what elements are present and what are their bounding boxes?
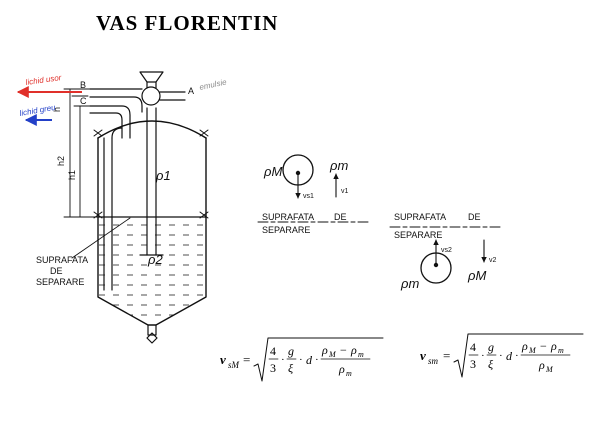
heavy-phase-hatching	[98, 217, 206, 297]
formula1-coef-den: 3	[270, 361, 276, 375]
formula2-radical	[453, 333, 584, 378]
formula1-dot-1: ·	[281, 354, 285, 366]
formula2-minus: −	[540, 339, 547, 353]
drop-center-1	[295, 170, 301, 176]
case1-surface-label-3: SEPARARE	[262, 225, 310, 235]
formula2-lhs: v	[420, 348, 426, 363]
inlet-funnel	[139, 71, 164, 83]
outlet-c-label: C	[80, 96, 87, 106]
case1-medium-density: ρm	[329, 158, 348, 173]
formula1-xi: ξ	[288, 361, 294, 375]
height-h2-label: h2	[56, 156, 66, 166]
formula1-num-b: ρ	[350, 343, 357, 357]
cross-marks	[93, 129, 209, 219]
formula1-lhs-sub: sM	[228, 360, 240, 370]
vessel-dome	[97, 120, 207, 139]
formula2-dot-1: ·	[481, 350, 485, 362]
inlet-a-label: A	[188, 86, 194, 96]
formula2-dot-2: ·	[499, 350, 503, 362]
case1-medium-velocity: v1	[341, 188, 349, 195]
siphon-bend	[111, 127, 123, 139]
outlet-b-pipe	[89, 88, 143, 113]
vessel-wall	[97, 137, 207, 326]
case2-drop-density: ρm	[400, 276, 419, 291]
height-h1-label: h1	[67, 170, 77, 180]
formula2-num-a: ρ	[521, 339, 528, 353]
inlet-a-pipe	[159, 91, 186, 101]
slide-title: VAS FLORENTIN	[96, 11, 278, 35]
case2-surface-label-1: SUPRAFATA	[394, 212, 446, 222]
outlet-b-note: lichid usor	[25, 73, 62, 87]
height-h-label: h	[52, 107, 62, 112]
formula2-num-a-sub: M	[528, 346, 537, 355]
drop-center-2	[433, 262, 439, 268]
formula1-num-a-sub: M	[328, 350, 337, 359]
formula1-num-b-sub: m	[358, 350, 364, 359]
dimension-h2-ticks	[63, 88, 91, 218]
formula-1: v sM = 4 3 · g ξ · d · ρ M − ρ m ρ m	[220, 337, 384, 382]
formula1-dot-3: ·	[315, 354, 319, 366]
formula2-num-b: ρ	[550, 339, 557, 353]
formula1-minus: −	[340, 343, 347, 357]
formula1-num-a: ρ	[321, 343, 328, 357]
case1-drop-velocity: vs1	[303, 193, 314, 200]
outlet-c-pipe	[89, 105, 131, 139]
formula1-g: g	[288, 344, 294, 358]
case2-surface-label-3: SEPARARE	[394, 230, 442, 240]
light-phase-label: ρ1	[155, 168, 171, 183]
case-heavy-drop	[389, 226, 501, 284]
formula2-g: g	[488, 340, 494, 354]
vessel-surface-label-1: SUPRAFATA	[36, 255, 88, 265]
vessel-surface-label-3: SEPARARE	[36, 277, 84, 287]
formula2-coef-num: 4	[470, 340, 476, 354]
inlet-neck	[146, 81, 157, 89]
formula2-den-sub: M	[545, 365, 554, 374]
formula1-coef-num: 4	[270, 344, 276, 358]
formula2-num-b-sub: m	[558, 346, 564, 355]
formula2-xi: ξ	[488, 357, 494, 371]
case1-surface-label-1: SUPRAFATA	[262, 212, 314, 222]
drain-valve-icon	[146, 332, 158, 344]
outlet-c-note: lichid greu	[19, 103, 57, 118]
formula2-dot-3: ·	[515, 350, 519, 362]
formula1-den-sub: m	[346, 369, 352, 378]
formula1-dot-2: ·	[299, 354, 303, 366]
case1-surface-label-2: DE	[334, 212, 347, 222]
cone-hatching	[98, 297, 206, 327]
case2-drop-velocity: vs2	[441, 247, 452, 254]
vessel-surface-label-2: DE	[50, 266, 63, 276]
heavy-phase-label: ρ2	[147, 252, 163, 267]
wall-dashes	[97, 141, 207, 214]
case1-drop-density: ρM	[263, 164, 282, 179]
case2-surface-label-2: DE	[468, 212, 481, 222]
inlet-fitting	[141, 86, 161, 106]
formula2-den: ρ	[538, 358, 545, 372]
formula1-d: d	[306, 353, 313, 367]
siphon-leg	[103, 137, 113, 291]
formula1-radical	[253, 337, 384, 382]
formula2-equals: =	[443, 348, 450, 363]
formula1-equals: =	[243, 352, 250, 367]
inlet-note: emulsie	[199, 77, 228, 92]
case-light-drop	[257, 154, 369, 223]
bottom-nozzle	[147, 324, 157, 336]
formula2-coef-den: 3	[470, 357, 476, 371]
case2-medium-density: ρM	[467, 268, 486, 283]
separation-leader-line	[71, 217, 131, 259]
formula2-lhs-sub: sm	[428, 356, 439, 366]
outlet-b-label: B	[80, 80, 86, 90]
formula-2: v sm = 4 3 · g ξ · d · ρ M − ρ m ρ M	[420, 333, 584, 378]
formula1-lhs: v	[220, 352, 226, 367]
inlet-pipe	[146, 107, 157, 256]
formula1-den: ρ	[338, 362, 345, 376]
formula2-d: d	[506, 349, 513, 363]
florentine-vessel	[63, 71, 209, 344]
case2-medium-velocity: v2	[489, 257, 497, 264]
